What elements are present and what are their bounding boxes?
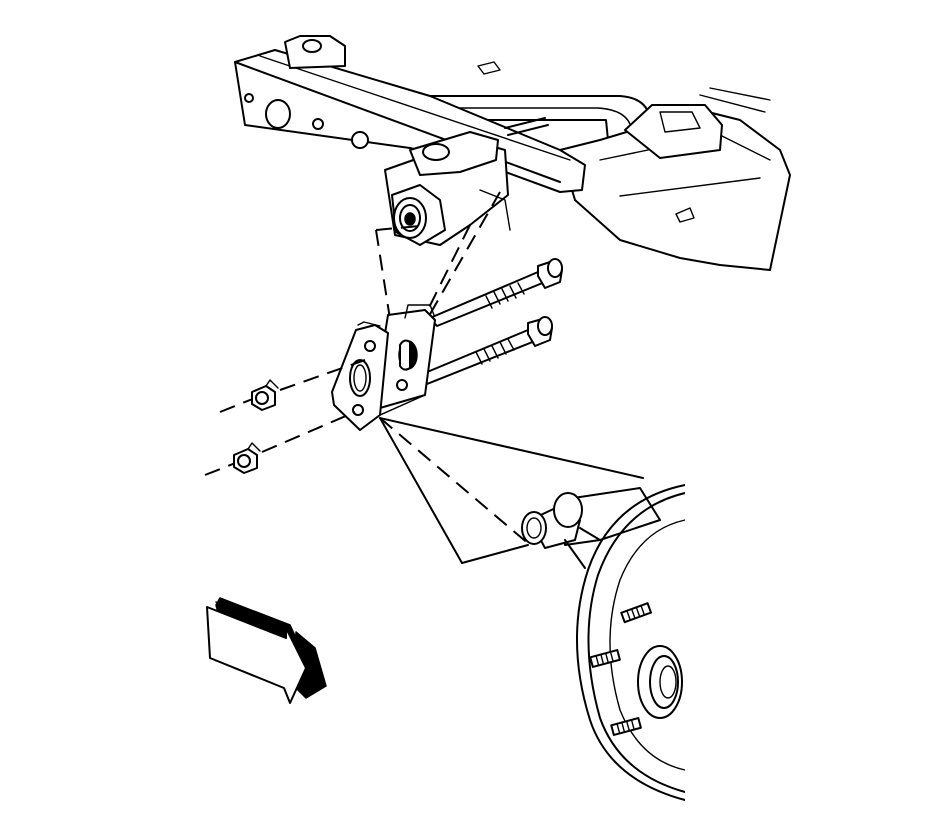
callout-lines-lower bbox=[379, 417, 644, 564]
nut-lower bbox=[204, 411, 356, 476]
axle-pivot-bushing bbox=[384, 131, 511, 246]
trailing-arm-bushing bbox=[521, 487, 661, 569]
pivot-bolt-upper bbox=[429, 258, 563, 327]
rear-frame-crossmember bbox=[234, 35, 791, 271]
mounting-bracket bbox=[331, 304, 436, 431]
pivot-bolt-lower bbox=[419, 316, 553, 385]
arrow-icon bbox=[206, 597, 327, 704]
nut-upper bbox=[219, 359, 366, 413]
wheel-studs bbox=[589, 602, 652, 736]
brake-drum-hub bbox=[575, 480, 705, 810]
